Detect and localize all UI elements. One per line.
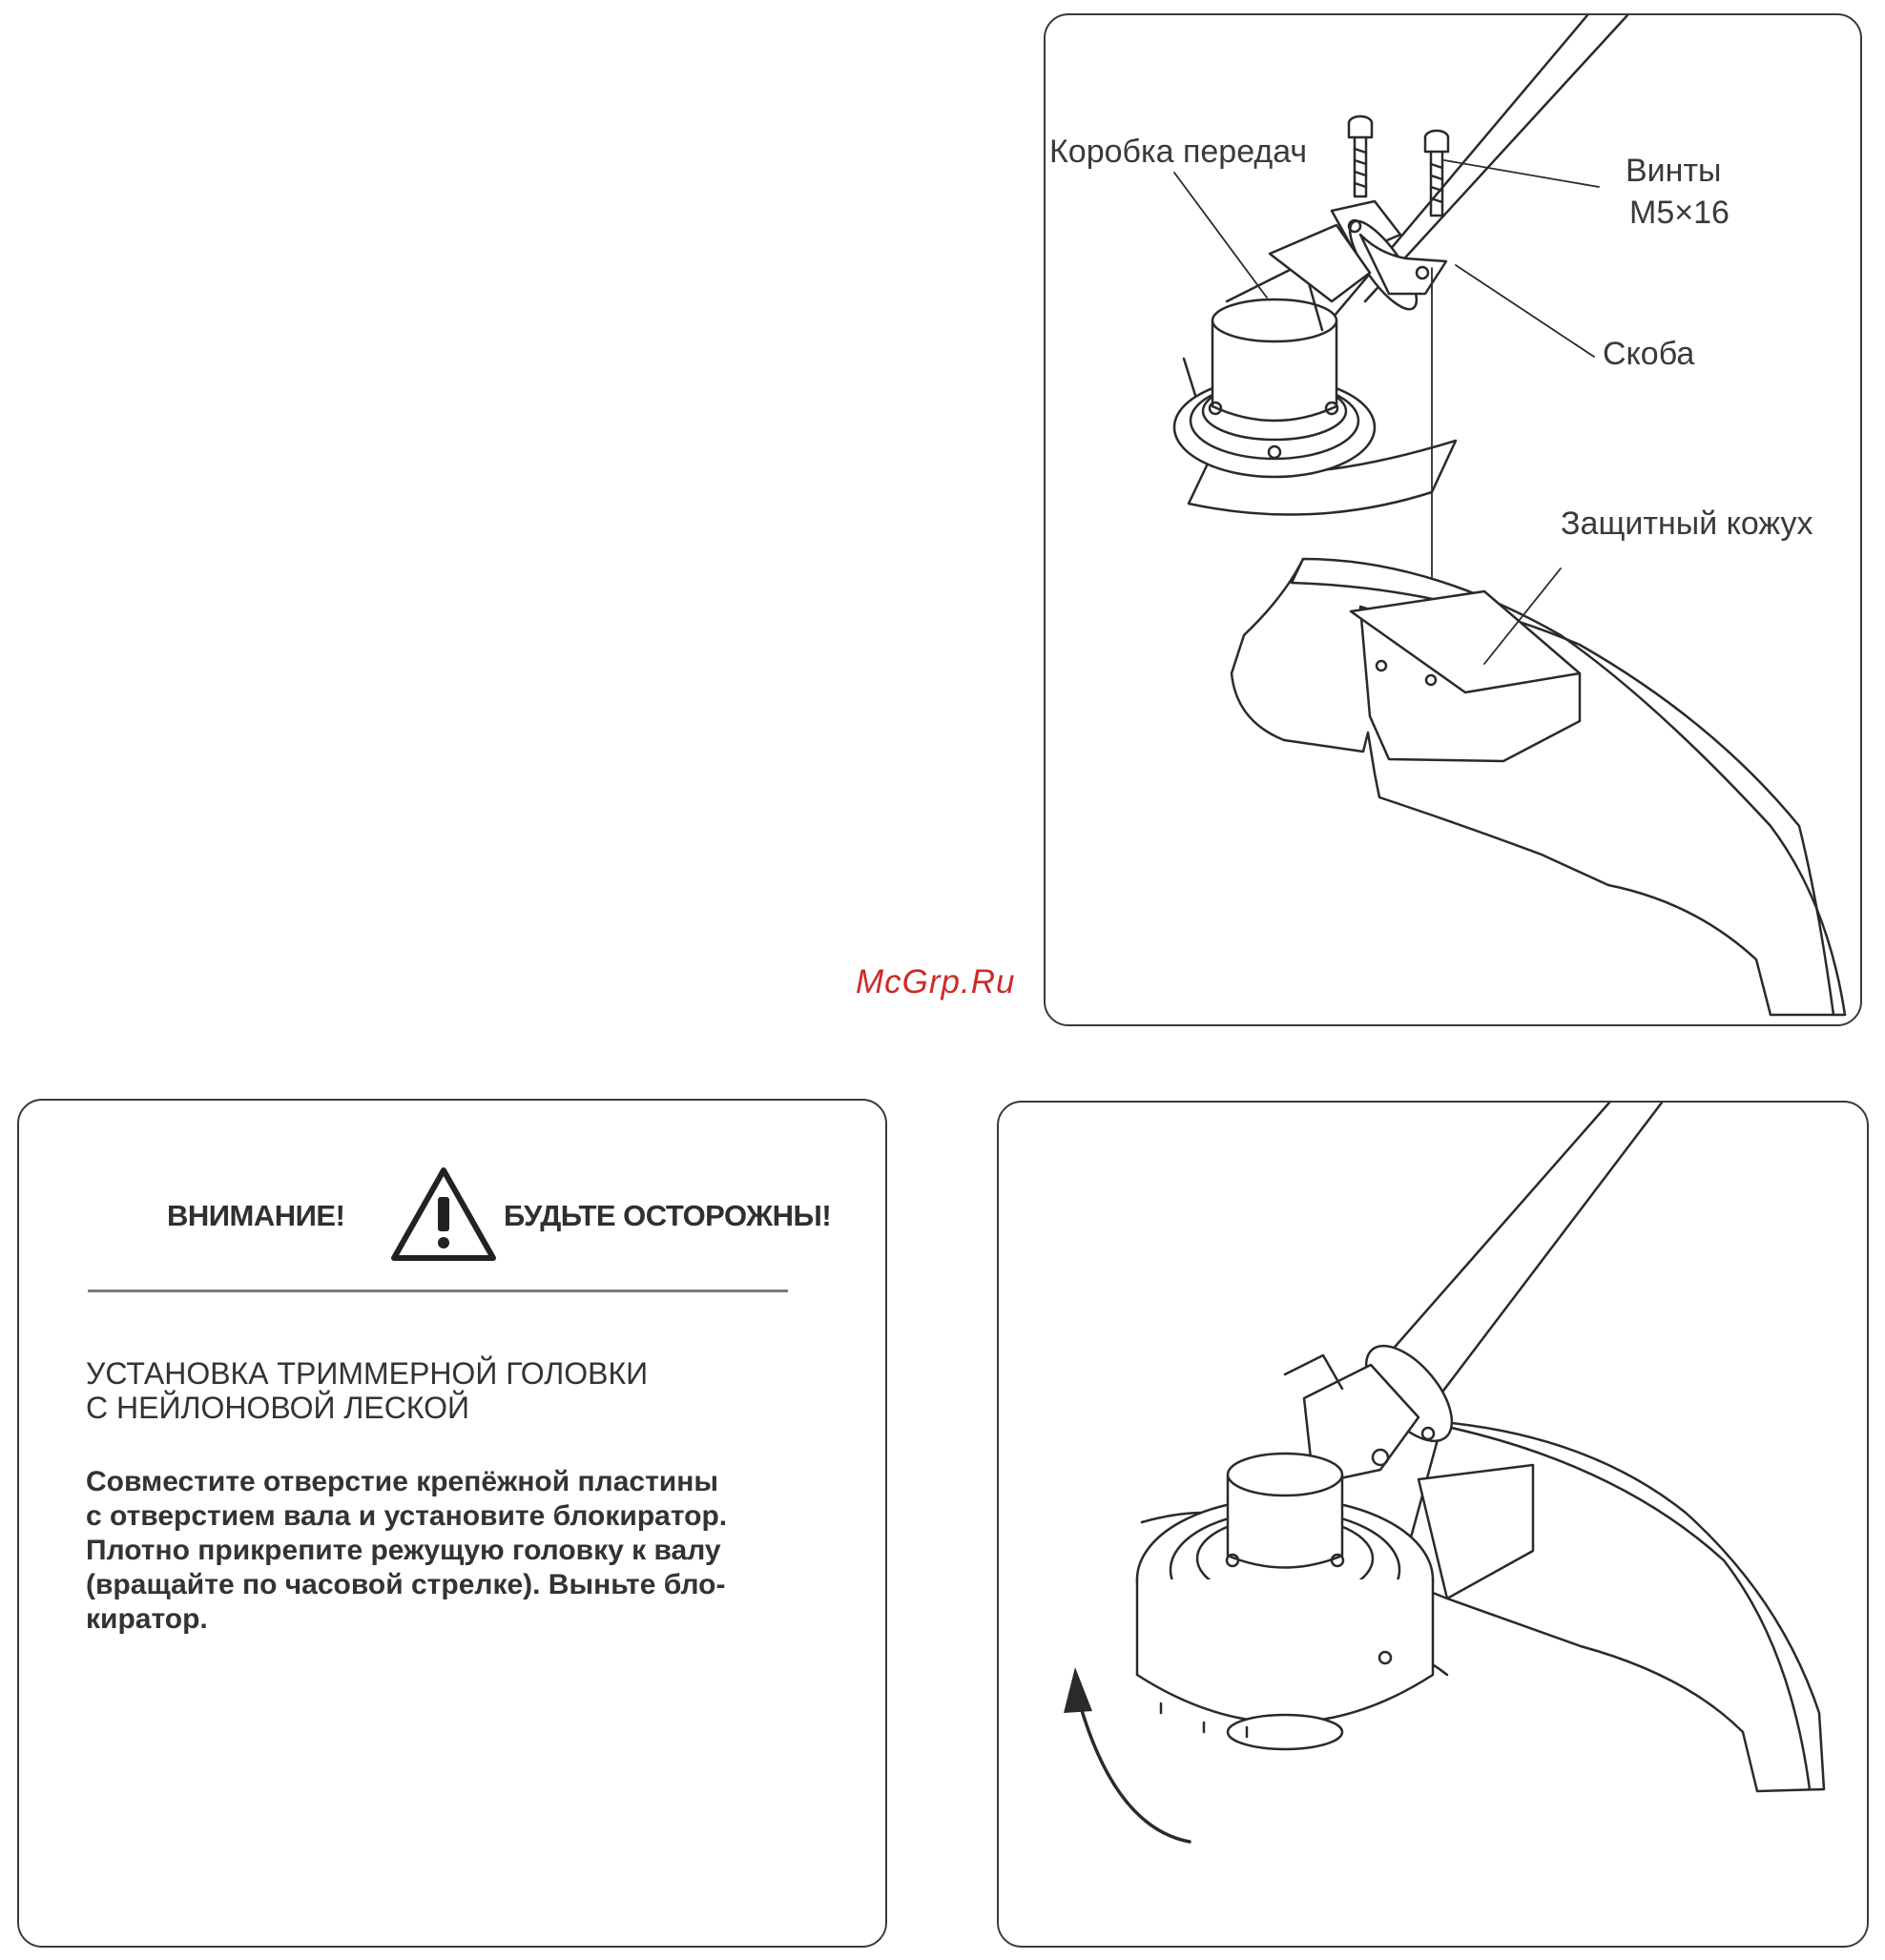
body-line: с отверстием вала и установите блокирато… xyxy=(86,1500,728,1532)
figure-panel-guard-assembly: Коробка передач Винты M5×16 Скоба Защитн… xyxy=(1044,13,1862,1026)
figure-panel-trimmer-head xyxy=(997,1101,1869,1948)
label-screws-line2: M5×16 xyxy=(1629,195,1730,231)
screw-right xyxy=(1423,129,1450,217)
body-line: (вращайте по часовой стрелке). Выньте бл… xyxy=(86,1569,726,1600)
label-screws-line1: Винты xyxy=(1626,153,1722,189)
section-body: Совместите отверстие крепёжной пластины … xyxy=(86,1465,727,1637)
heading-line: УСТАНОВКА ТРИММЕРНОЙ ГОЛОВКИ xyxy=(86,1356,649,1391)
label-bracket: Скоба xyxy=(1603,336,1695,372)
section-heading: УСТАНОВКА ТРИММЕРНОЙ ГОЛОВКИ С НЕЙЛОНОВО… xyxy=(86,1356,648,1425)
screw-left xyxy=(1347,114,1374,198)
body-line: Плотно прикрепите режущую головку к валу xyxy=(86,1535,721,1566)
watermark: McGrp.Ru xyxy=(856,963,1016,1001)
label-gearbox: Коробка передач xyxy=(1049,134,1308,170)
divider xyxy=(88,1289,788,1292)
instruction-panel: ВНИМАНИЕ! БУДЬТЕ ОСТОРОЖНЫ! УСТАНОВКА ТР… xyxy=(17,1099,887,1948)
heading-line: С НЕЙЛОНОВОЙ ЛЕСКОЙ xyxy=(86,1391,470,1425)
body-line: киратор. xyxy=(86,1603,208,1635)
warning-label-right: БУДЬТЕ ОСТОРОЖНЫ! xyxy=(504,1199,832,1232)
guard-assembly-illustration xyxy=(1172,15,1847,1017)
label-guard: Защитный кожух xyxy=(1561,505,1813,542)
warning-label-left: ВНИМАНИЕ! xyxy=(167,1199,345,1232)
body-line: Совместите отверстие крепёжной пластины xyxy=(86,1466,718,1497)
warning-triangle-icon xyxy=(391,1167,496,1261)
trimmer-head-illustration xyxy=(1064,1103,1826,1844)
